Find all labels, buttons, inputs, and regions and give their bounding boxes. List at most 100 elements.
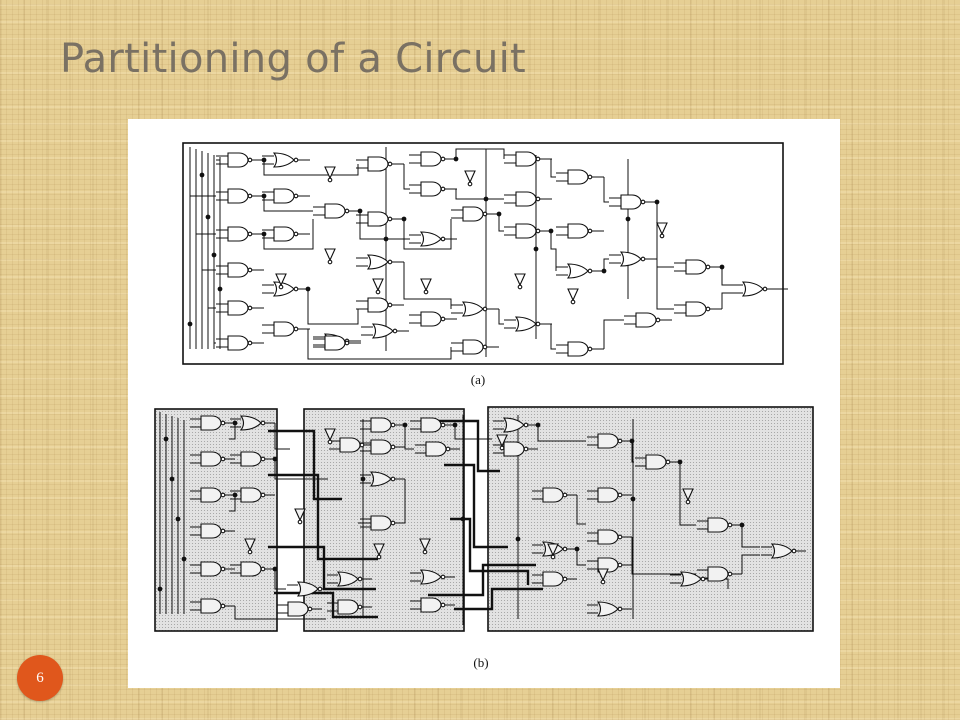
- inverter-a-7-bubble: [517, 284, 523, 290]
- gate-a-2-bubble: [247, 193, 253, 199]
- gate-a-17: [366, 254, 389, 270]
- gate-b-26-bubble: [562, 492, 568, 498]
- gate-a-16: [367, 211, 389, 227]
- gate-a-8-bubble: [293, 193, 299, 199]
- gate-b-19-bubble: [359, 442, 365, 448]
- inverter-b-5: [419, 538, 431, 552]
- gate-b-12-bubble: [307, 606, 313, 612]
- gate-b-1-bubble: [220, 420, 226, 426]
- gate-b-10-bubble: [260, 566, 266, 572]
- gate-a-27: [515, 151, 537, 167]
- gate-b-17: [369, 471, 392, 487]
- gate-a-16-bubble: [387, 216, 393, 222]
- junction-dot: [305, 286, 311, 292]
- interconnect-wire: [741, 554, 760, 574]
- gate-b-29-bubble: [617, 438, 623, 444]
- inverter-b-4-bubble: [376, 554, 382, 560]
- gate-b-9-bubble: [260, 492, 266, 498]
- gate-a-20-bubble: [440, 156, 446, 162]
- gate-a-38-bubble: [705, 264, 711, 270]
- gate-b-16: [370, 439, 392, 455]
- gate-b-23-bubble: [445, 446, 451, 452]
- gate-a-6: [227, 335, 249, 351]
- gate-b-12: [287, 601, 309, 617]
- inverter-a-4-bubble: [375, 289, 381, 295]
- inverter-b-9: [682, 488, 694, 502]
- inverter-a-3: [324, 248, 336, 262]
- gate-a-26-bubble: [482, 344, 488, 350]
- gate-b-5-bubble: [220, 566, 226, 572]
- gate-a-1: [227, 152, 249, 168]
- cut-net-wire-7: [450, 517, 530, 585]
- junction-dot: [739, 522, 745, 528]
- gate-b-1: [200, 415, 222, 431]
- caption-b: (b): [473, 655, 488, 670]
- inverter-a-5: [420, 278, 432, 292]
- junction-dot: [625, 216, 631, 222]
- interconnect-wire: [656, 202, 674, 268]
- gate-a-25-bubble: [482, 306, 488, 312]
- gate-b-37: [679, 571, 702, 587]
- gate-b-18: [370, 515, 392, 531]
- gate-b-35-bubble: [727, 571, 733, 577]
- interconnect-wire: [631, 537, 696, 575]
- gate-b-23: [425, 441, 447, 457]
- junction-dot: [677, 459, 683, 465]
- junction-dot: [181, 556, 187, 562]
- gate-b-34: [707, 517, 729, 533]
- gate-b-27-bubble: [562, 546, 568, 552]
- cut-net-wire-8: [428, 563, 536, 597]
- gate-a-39-bubble: [705, 306, 711, 312]
- gate-b-36: [770, 543, 793, 559]
- inverter-b-7: [547, 543, 559, 557]
- gate-a-3: [227, 226, 249, 242]
- gate-a-30-bubble: [535, 321, 541, 327]
- junction-dot: [360, 476, 366, 482]
- gate-b-37-bubble: [700, 576, 706, 582]
- interconnect-wire: [229, 495, 236, 512]
- gate-b-30: [597, 487, 619, 503]
- junction-dot: [496, 211, 502, 217]
- gate-b-24: [502, 417, 525, 433]
- gate-b-4-bubble: [220, 528, 226, 534]
- gate-b-28: [542, 571, 564, 587]
- gate-a-23-bubble: [440, 316, 446, 322]
- interconnect-wire: [576, 495, 586, 525]
- gate-a-21-bubble: [440, 186, 446, 192]
- junction-dot: [232, 492, 238, 498]
- inverter-b-4: [373, 543, 385, 557]
- gate-b-30-bubble: [617, 492, 623, 498]
- junction-dot: [211, 252, 217, 258]
- gate-b-26: [542, 487, 564, 503]
- cut-net-wire-6: [444, 463, 508, 549]
- gate-b-11: [296, 581, 319, 597]
- junction-dot: [402, 422, 408, 428]
- gate-a-15: [367, 156, 389, 172]
- gate-a-30: [514, 316, 537, 332]
- inverter-b-2-bubble: [297, 519, 303, 525]
- cut-net-wire-2: [268, 473, 378, 561]
- inverter-a-6: [464, 170, 476, 184]
- junction-dot: [272, 566, 278, 572]
- gate-a-18-bubble: [387, 302, 393, 308]
- gate-a-11: [273, 321, 295, 337]
- gate-a-18: [367, 297, 389, 313]
- cut-net-wire-9: [454, 587, 543, 611]
- interconnect-wire: [403, 219, 452, 250]
- gate-a-31-bubble: [587, 174, 593, 180]
- gate-a-10-bubble: [293, 286, 299, 292]
- gate-b-2-bubble: [220, 456, 226, 462]
- gate-a-7-bubble: [293, 157, 299, 163]
- gate-a-1-bubble: [247, 157, 253, 163]
- gate-b-14: [336, 571, 359, 587]
- gate-a-15-bubble: [387, 161, 393, 167]
- gate-b-14-bubble: [357, 576, 363, 582]
- gate-b-28-bubble: [562, 576, 568, 582]
- interconnect-wire: [263, 160, 359, 176]
- page-number: 6: [36, 669, 44, 686]
- gate-a-3-bubble: [247, 231, 253, 237]
- junction-dot: [199, 172, 205, 178]
- inverter-a-3-bubble: [327, 259, 333, 265]
- interconnect-wire: [498, 309, 504, 325]
- gate-a-28: [515, 191, 537, 207]
